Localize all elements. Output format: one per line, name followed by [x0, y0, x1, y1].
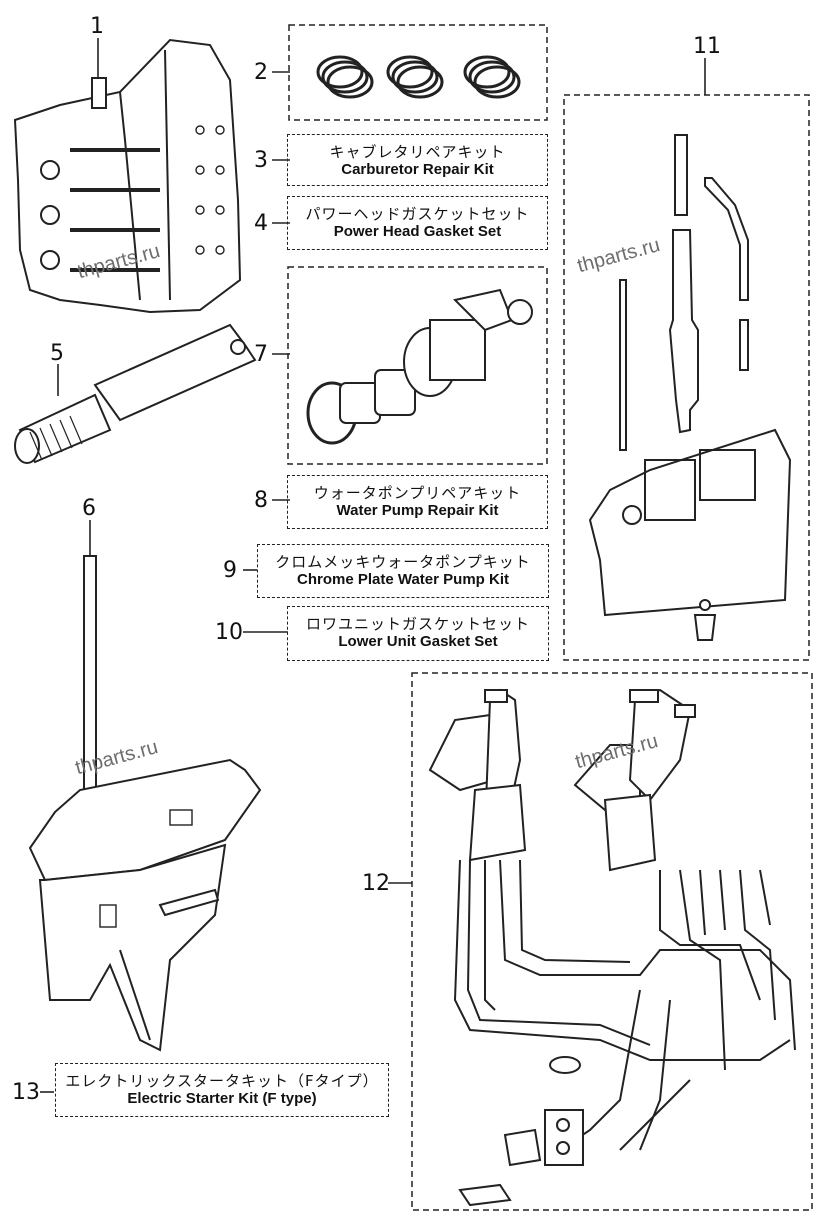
remote-control-boxes — [428, 688, 696, 872]
power-head-gasket-set-callout: パワーヘッドガスケットセット Power Head Gasket Set — [287, 196, 548, 250]
callout-number-2: 2 — [254, 60, 268, 85]
callout-number-6: 6 — [82, 496, 96, 521]
callout-number-1: 1 — [90, 14, 104, 39]
power-head — [13, 38, 242, 314]
kit-name-jp: パワーヘッドガスケットセット — [305, 205, 530, 223]
callout-number-11: 11 — [693, 34, 721, 59]
kit-name-jp: クロムメッキウォータポンプキット — [275, 553, 531, 571]
kit-name-en: Lower Unit Gasket Set — [338, 633, 498, 651]
switch-panel — [458, 1056, 584, 1207]
callout-number-13: 13 — [12, 1080, 40, 1105]
lower-unit-gasket-set-callout: ロワユニットガスケットセット Lower Unit Gasket Set — [287, 606, 549, 661]
kit-name-en: Water Pump Repair Kit — [336, 502, 499, 520]
carburetor-repair-kit-callout: キャブレタリペアキット Carburetor Repair Kit — [287, 134, 548, 186]
kit-name-en: Chrome Plate Water Pump Kit — [297, 571, 509, 589]
callout-number-9: 9 — [223, 558, 237, 583]
callout-number-8: 8 — [254, 488, 268, 513]
gasket-rings-box — [288, 24, 548, 121]
chrome-plate-water-pump-kit-callout: クロムメッキウォータポンプキット Chrome Plate Water Pump… — [257, 544, 549, 598]
kit-name-en: Carburetor Repair Kit — [341, 161, 494, 179]
gasket-rings — [316, 55, 521, 99]
kit-name-en: Electric Starter Kit (F type) — [127, 1090, 317, 1108]
kit-name-jp: ロワユニットガスケットセット — [305, 615, 530, 633]
electric-starter-kit-callout: エレクトリックスタータキット（Fタイプ） Electric Starter Ki… — [55, 1063, 389, 1117]
callout-number-10: 10 — [215, 620, 243, 645]
kit-name-en: Power Head Gasket Set — [333, 223, 502, 241]
kit-name-jp: ウォータポンプリペアキット — [313, 484, 522, 502]
water-pump-repair-kit-callout: ウォータポンプリペアキット Water Pump Repair Kit — [287, 475, 548, 529]
water-pump-parts — [306, 288, 533, 445]
wire-harness — [453, 859, 796, 1151]
kit-name-jp: エレクトリックスタータキット（Fタイプ） — [65, 1072, 379, 1090]
item-11-parts — [588, 134, 792, 641]
drive-shaft-housing — [14, 323, 257, 464]
item-11-box — [563, 94, 810, 661]
kit-name-jp: キャブレタリペアキット — [329, 143, 506, 161]
callout-number-3: 3 — [254, 148, 268, 173]
water-pump-parts-box — [287, 266, 548, 465]
callout-number-12: 12 — [362, 871, 390, 896]
callout-number-5: 5 — [50, 341, 64, 366]
callout-number-7: 7 — [254, 342, 268, 367]
callout-number-4: 4 — [254, 211, 268, 236]
lower-unit — [28, 555, 262, 1052]
item-12-box — [411, 672, 813, 1211]
